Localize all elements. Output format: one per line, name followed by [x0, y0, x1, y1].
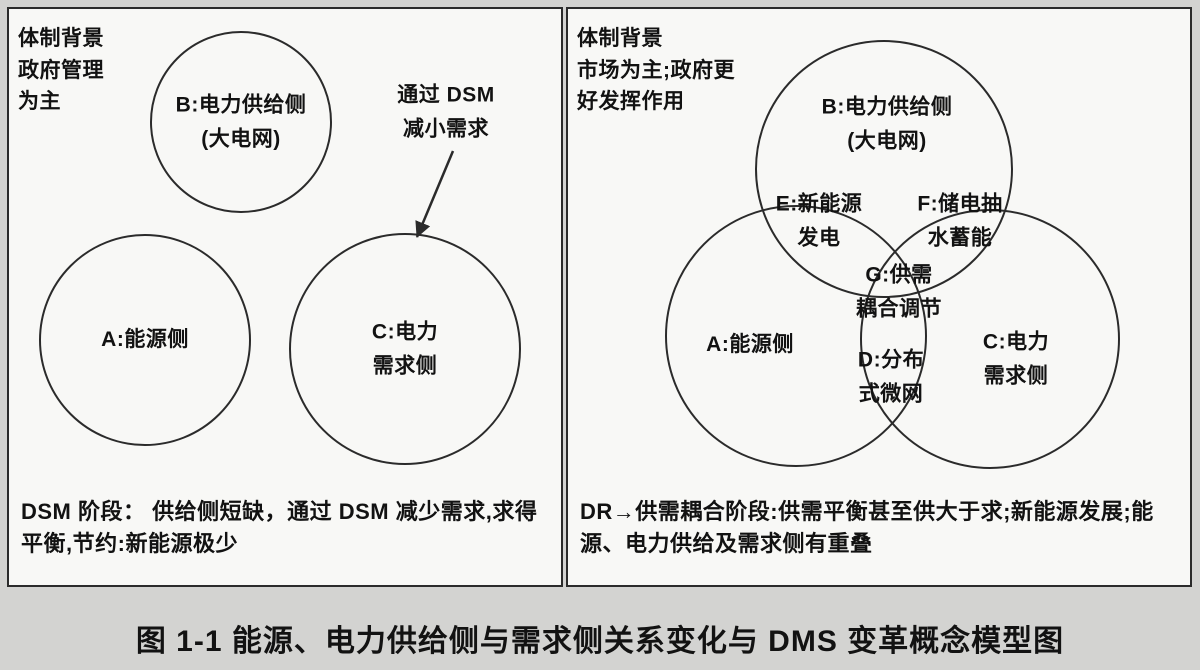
right-stage-description: DR→供需耦合阶段:供需平衡甚至供大于求;新能源发展;能源、电力供给及需求侧有重…: [580, 499, 1154, 556]
left-context-note: 体制背景 政府管理 为主: [18, 27, 104, 113]
left-stage-description: DSM 阶段： 供给侧短缺，通过 DSM 减少需求,求得平衡,节约:新能源极少: [21, 499, 538, 556]
left-circle-c: [289, 233, 521, 465]
figure-caption: 图 1-1 能源、电力供给侧与需求侧关系变化与 DMS 变革概念模型图: [135, 625, 1065, 658]
region-g-label: G:供需 耦合调节: [856, 263, 942, 320]
left-panel: 体制背景 政府管理 为主 B:电力供给侧 (大电网) A:能源侧 C:电力 需求…: [7, 7, 563, 587]
left-circle-a: [39, 234, 251, 446]
right-context-note: 体制背景 市场为主;政府更 好发挥作用: [577, 27, 735, 113]
right-circle-c-label: C:电力 需求侧: [982, 330, 1050, 387]
region-d-label: D:分布 式微网: [857, 348, 925, 405]
region-f-label: F:储电抽 水蓄能: [917, 192, 1003, 249]
left-circle-b: [150, 31, 332, 213]
right-circle-b-label: B:电力供给侧 (大电网): [821, 95, 953, 152]
right-circle-c: [860, 209, 1120, 469]
left-circle-c-label: C:电力 需求侧: [371, 320, 439, 377]
region-e-label: E:新能源 发电: [775, 192, 863, 249]
dsm-annotation: 通过 DSM 减小需求: [397, 83, 495, 140]
left-circle-a-label: A:能源侧: [101, 328, 189, 352]
left-circle-b-label: B:电力供给侧 (大电网): [175, 93, 307, 150]
right-panel: 体制背景 市场为主;政府更 好发挥作用 B:电力供给侧 (大电网) E:新能源 …: [566, 7, 1192, 587]
right-circle-a-label: A:能源侧: [706, 333, 794, 357]
